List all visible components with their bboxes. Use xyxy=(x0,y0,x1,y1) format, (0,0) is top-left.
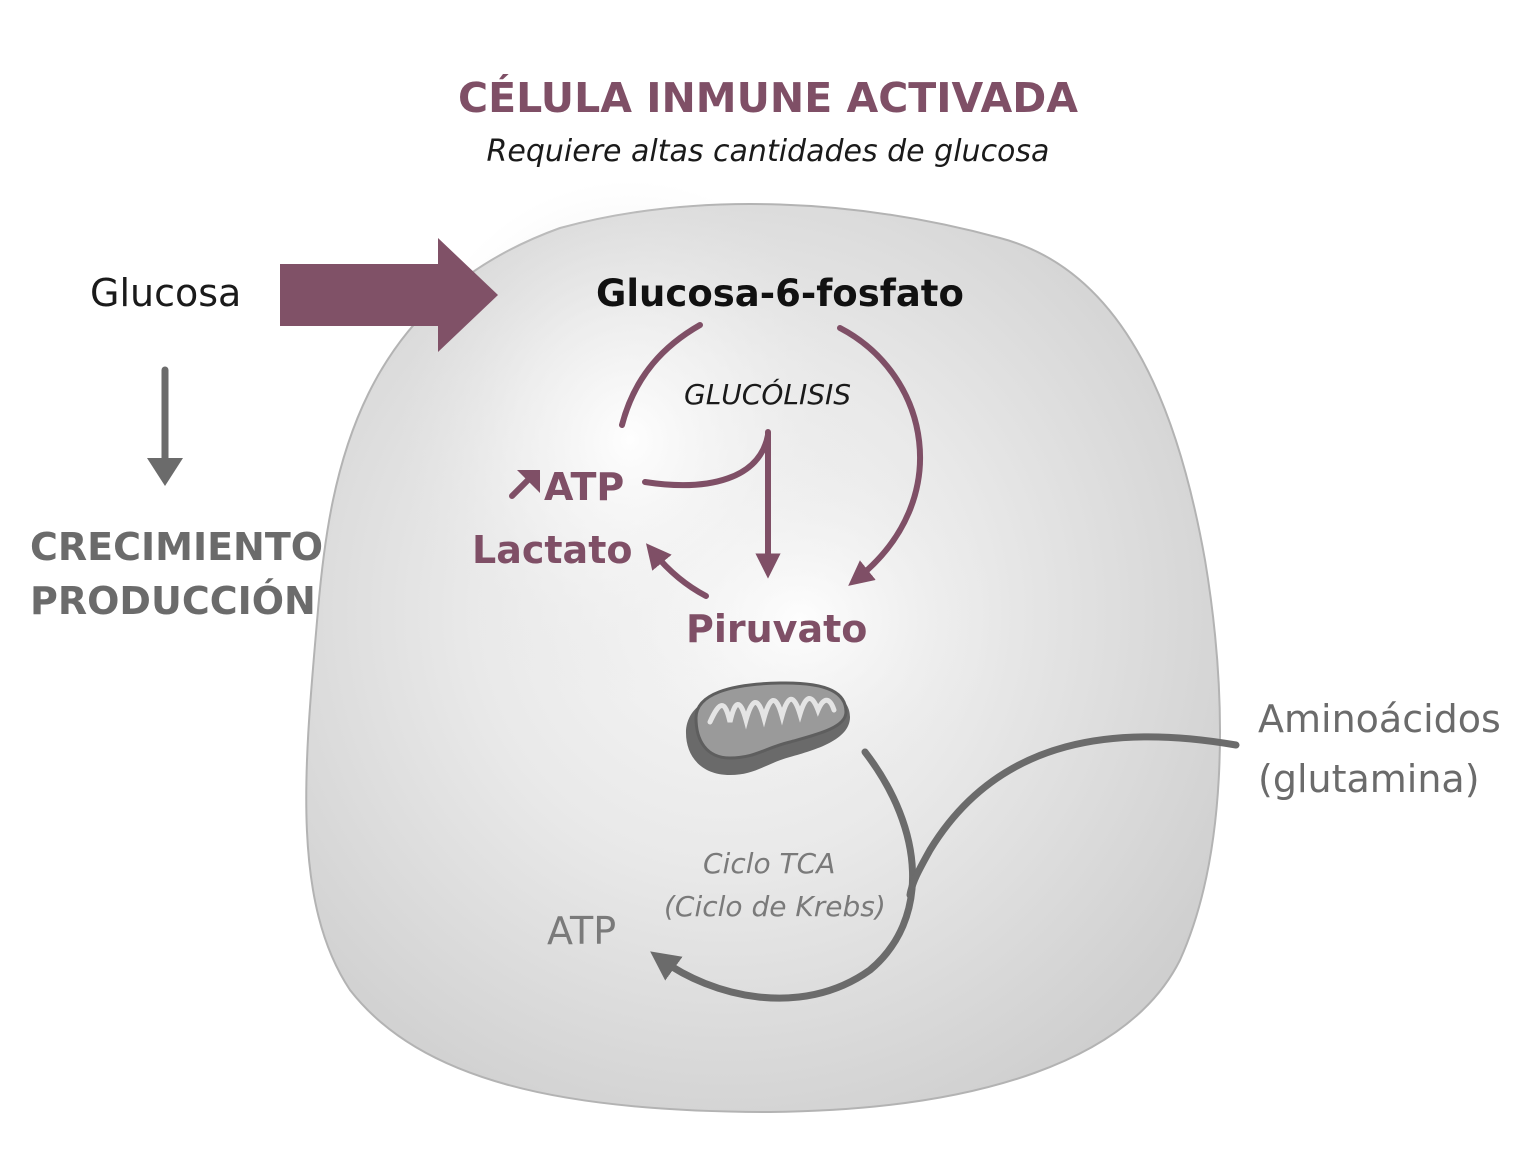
production-label: PRODUCCIÓN xyxy=(30,579,316,623)
pyruvate-label: Piruvato xyxy=(686,607,868,651)
tca-cycle-arrow xyxy=(650,748,917,1002)
glutamine-label: (glutamina) xyxy=(1258,757,1480,801)
glucose-uptake-arrow xyxy=(280,238,498,352)
growth-arrow-head xyxy=(147,458,183,486)
krebs-cycle-label: (Ciclo de Krebs) xyxy=(664,890,886,923)
atp-branch-curve xyxy=(642,432,771,489)
mitochondrion-icon xyxy=(686,681,850,775)
glycolysis-arc-right xyxy=(837,325,923,586)
glutamine-input-arrow xyxy=(906,733,1240,899)
glycolysis-arc-left xyxy=(619,322,703,428)
arrow-up-right-icon xyxy=(509,470,540,499)
glucose-label: Glucosa xyxy=(90,271,242,315)
amino-acids-label: Aminoácidos xyxy=(1258,697,1501,741)
page-title: CÉLULA INMUNE ACTIVADA xyxy=(458,74,1078,122)
glycolysis-label: GLUCÓLISIS xyxy=(684,378,852,411)
pyruvate-to-lactate-arrow xyxy=(645,543,709,599)
growth-label: CRECIMIENTO xyxy=(30,525,324,569)
glucose-6-phosphate-label: Glucosa-6-fosfato xyxy=(596,272,964,315)
lactate-label: Lactato xyxy=(472,528,633,572)
tca-atp-label: ATP xyxy=(547,909,617,953)
tca-cycle-label: Ciclo TCA xyxy=(703,847,836,880)
glycolysis-atp-label: ATP xyxy=(544,465,625,509)
page-subtitle: Requiere altas cantidades de glucosa xyxy=(486,134,1050,169)
